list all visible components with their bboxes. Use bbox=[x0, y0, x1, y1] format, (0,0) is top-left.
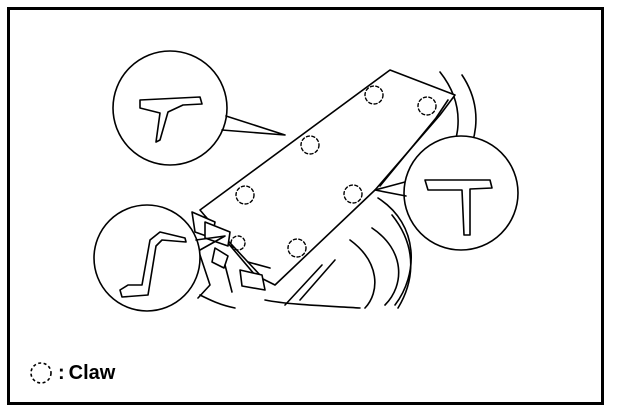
legend: : Claw bbox=[28, 358, 115, 388]
claw-marker-2 bbox=[417, 96, 437, 116]
claw-marker-5 bbox=[343, 184, 363, 204]
legend-separator: : bbox=[58, 361, 65, 384]
detail-callout-right bbox=[374, 135, 519, 251]
dashed-circle-icon bbox=[30, 362, 52, 384]
connector-clips bbox=[191, 211, 271, 299]
detail-callout-top-left bbox=[112, 50, 286, 166]
claw-marker-4 bbox=[235, 185, 255, 205]
claw-marker-7 bbox=[230, 235, 246, 251]
detail-callout-bottom-left bbox=[93, 204, 226, 312]
legend-label: Claw bbox=[68, 361, 116, 384]
claw-markers bbox=[230, 85, 437, 258]
claw-marker-1 bbox=[364, 85, 384, 105]
claw-marker-6 bbox=[287, 238, 307, 258]
claw-marker-3 bbox=[300, 135, 320, 155]
